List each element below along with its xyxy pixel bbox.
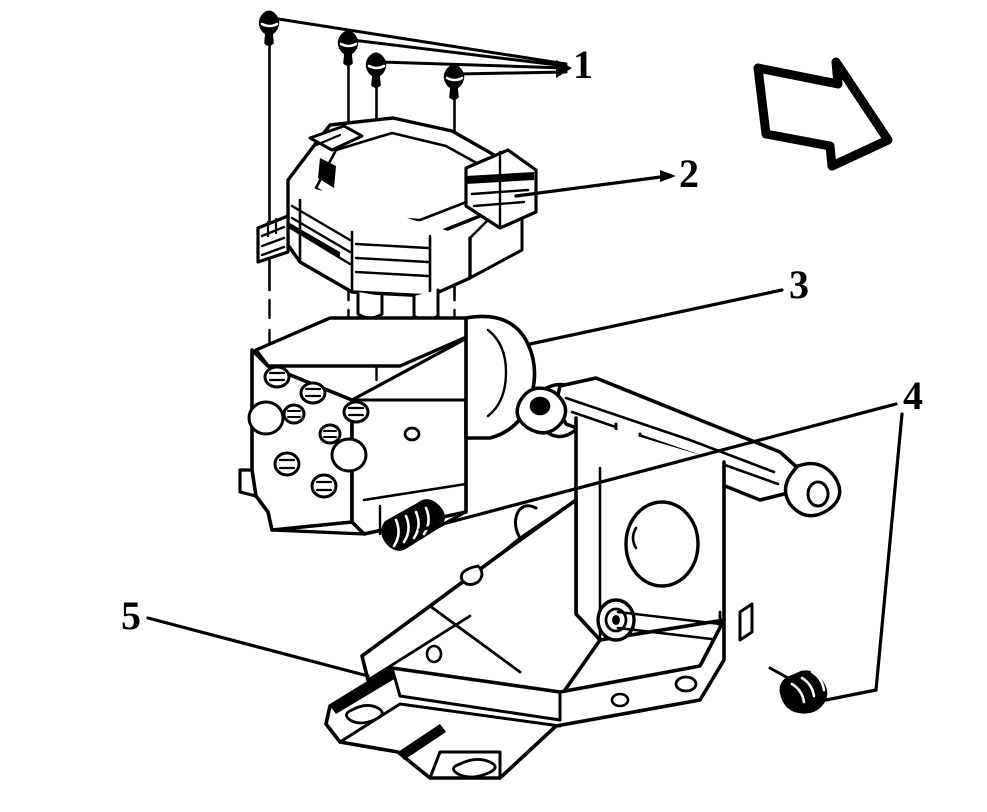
modulator-ports — [247, 365, 370, 499]
bracket-mounting-bolts — [381, 499, 828, 714]
vehicle-forward-direction-arrow — [753, 57, 893, 171]
callout-leader-lines — [146, 16, 904, 702]
callout-numbers: 1 2 3 4 5 — [121, 42, 923, 638]
bracket-access-hole — [624, 500, 700, 588]
callout-label-5: 5 — [121, 593, 141, 638]
bracket-bushing — [596, 598, 722, 650]
mounting-bracket — [324, 376, 842, 780]
bracket-bolt-2 — [768, 666, 828, 714]
callout-label-3: 3 — [789, 262, 809, 307]
modulator-front-hole — [403, 426, 421, 442]
electronic-brake-control-module — [256, 116, 538, 322]
hydraulic-modulator-valve-block — [238, 316, 480, 536]
callout-label-2: 2 — [679, 151, 699, 196]
callout-label-1: 1 — [573, 42, 593, 87]
callout-label-4: 4 — [903, 373, 923, 418]
bracket-bolt-1 — [381, 499, 464, 551]
